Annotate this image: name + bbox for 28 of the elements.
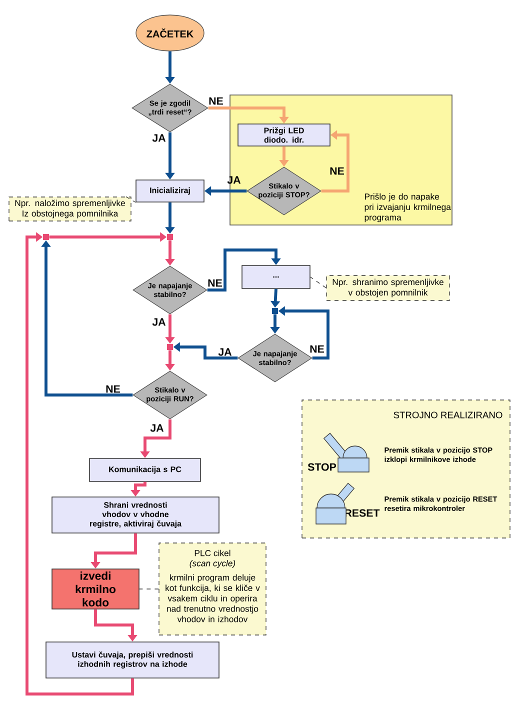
edge-label: NE <box>106 385 120 393</box>
junction-square <box>43 234 49 240</box>
edge-label: NE <box>330 167 344 175</box>
junction-square <box>167 344 173 350</box>
note-box: Npr. naložimo spremenljivke Iz obstojnega pomnilnika <box>8 196 132 222</box>
process-box: Shrani vrednosti vhodov v vhodne registre, aktiviraj čuvaja <box>52 496 220 534</box>
process-box: ... <box>242 265 310 289</box>
edge-label: NE <box>209 97 223 105</box>
process-box: Inicializiraj <box>136 180 204 202</box>
note-box: PLC cikel (scan cycle) krmilni program deluje kot funkcija, ki se kliče v vsakem ciklu in operira nad trenutno vrednostjo vhodov in izhodov <box>158 542 266 636</box>
process-box: Ustavi čuvaja, prepiši vrednosti izhodnih registrov na izhode <box>46 642 220 678</box>
process-box: Komunikacija s PC <box>89 458 201 482</box>
arrow <box>207 248 281 292</box>
arrow <box>26 232 134 696</box>
junction-square <box>272 308 278 314</box>
edge-label: NE <box>208 279 222 287</box>
edge-label: JA <box>150 424 164 432</box>
edge-label: NE <box>310 345 324 353</box>
edge-label: JA <box>152 318 166 326</box>
junction-square <box>167 234 173 240</box>
edge-label: JA <box>152 134 166 142</box>
leader-line <box>126 196 136 203</box>
process-box: Prižgi LED diodo. idr. <box>238 124 330 146</box>
leader-line <box>139 588 159 590</box>
process-box: izvedi krmilno kodo <box>52 568 140 610</box>
note-box: Npr. shranimo spremenljivke v obstojen pomnilnik <box>326 275 450 301</box>
edge-label: JA <box>218 348 232 356</box>
leader-line <box>310 276 326 288</box>
